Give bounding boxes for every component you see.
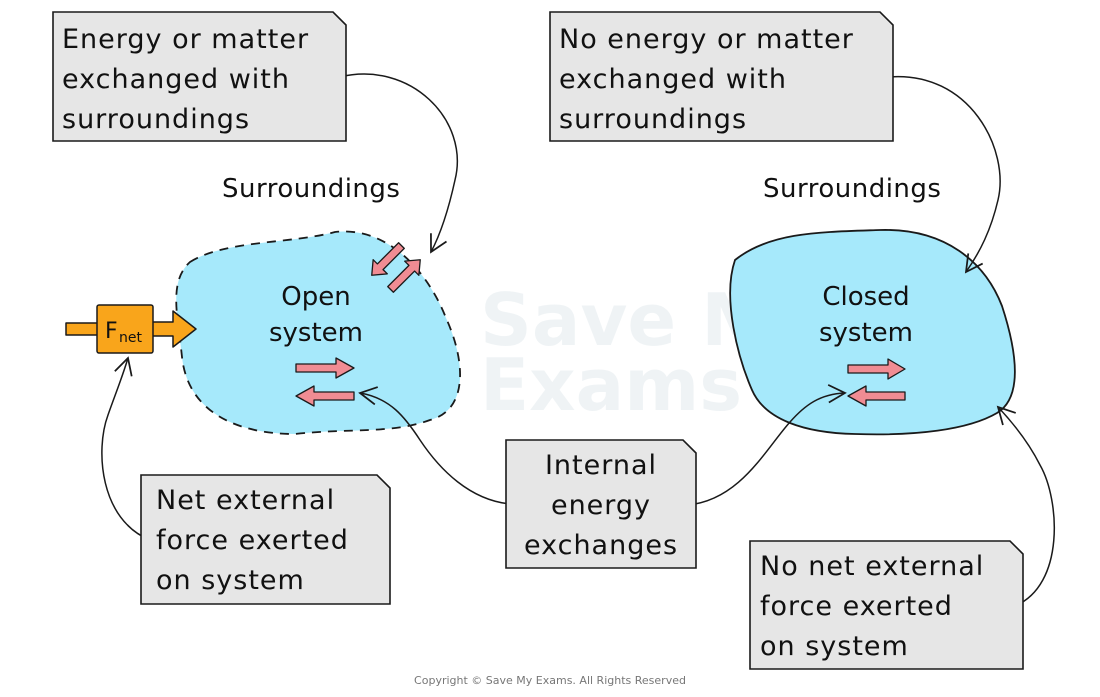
surroundings-label-left: Surroundings: [222, 174, 400, 204]
internal-arrow-left: [295, 385, 355, 407]
exchange-arrow-inward: [371, 242, 405, 276]
surroundings-label-right: Surroundings: [763, 174, 941, 204]
box-line: No energy or matter: [559, 24, 854, 55]
box-line: No net external: [760, 551, 984, 582]
closed-exchange-box: No energy or matter exchanged with surro…: [549, 11, 894, 142]
box-line: surroundings: [62, 104, 250, 135]
box-line: energy: [551, 490, 651, 521]
box-line: exchanged with: [559, 64, 787, 95]
box-line: surroundings: [559, 104, 747, 135]
open-system-label-line-2: system: [269, 318, 363, 348]
open-system-label-line-1: Open: [281, 282, 350, 312]
open-exchange-box: Energy or matter exchanged with surround…: [52, 11, 347, 142]
box-line: force exerted: [760, 591, 953, 622]
box-line: Net external: [156, 485, 335, 516]
watermark-line-2: Exams: [480, 343, 742, 427]
box-line: force exerted: [156, 525, 349, 556]
internal-closed-connector: [687, 384, 847, 506]
closed-exchange-connector: [887, 75, 1001, 274]
open-exchange-connector: [339, 73, 458, 254]
internal-exchange-box: Internal energy exchanges: [505, 439, 697, 569]
copyright-notice: Copyright © Save My Exams. All Rights Re…: [414, 674, 686, 687]
no-net-force-box: No net external force exerted on system: [749, 540, 1024, 670]
box-line: exchanged with: [62, 64, 290, 95]
net-force-box: Net external force exerted on system: [140, 474, 391, 605]
box-line: Energy or matter: [62, 24, 309, 55]
net-force-arrow: F net: [65, 304, 197, 354]
closed-system-label-line-1: Closed: [822, 282, 909, 312]
internal-open-connector: [358, 386, 511, 505]
force-symbol: F: [105, 319, 118, 344]
internal-arrow-right: [847, 358, 906, 380]
exchange-arrow-outward: [387, 259, 421, 293]
box-line: on system: [156, 565, 305, 596]
box-line: on system: [760, 631, 909, 662]
no-net-force-connector: [996, 405, 1056, 607]
box-line: Internal: [545, 450, 657, 481]
closed-system-label-line-2: system: [819, 318, 913, 348]
box-line: exchanges: [524, 530, 678, 561]
internal-arrow-right: [295, 357, 355, 379]
open-system-blob: [175, 230, 461, 435]
net-force-connector: [101, 356, 151, 541]
internal-arrow-left: [847, 385, 906, 407]
force-subscript: net: [119, 330, 142, 346]
